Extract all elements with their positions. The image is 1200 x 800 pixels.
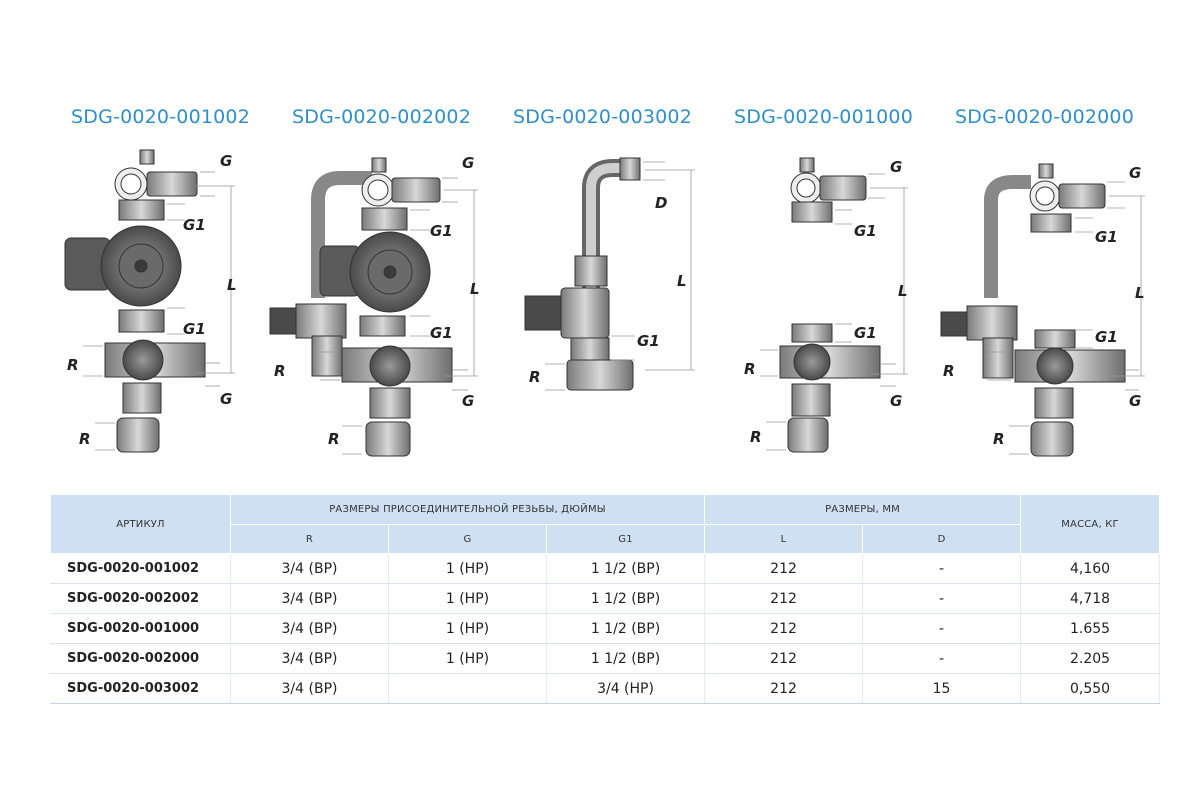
label-l: L xyxy=(898,282,908,300)
header-g1: G1 xyxy=(545,524,706,554)
label-r: R xyxy=(744,360,756,378)
cell-mass: 0,550 xyxy=(1020,673,1161,704)
pump-bypass-drawing: G G1 L G1 R G R xyxy=(269,154,480,457)
label-r: R xyxy=(328,430,340,448)
cell-mass: 4,718 xyxy=(1020,583,1161,614)
valve-bypass-drawing: G G1 L G1 R G R xyxy=(940,163,1145,457)
product-title: SDG-0020-002002 xyxy=(292,106,472,128)
label-g1: G1 xyxy=(430,222,453,240)
label-g1: G1 xyxy=(1095,328,1118,346)
table-row: SDG-0020-002002 3/4 (ВР) 1 (НР) 1 1/2 (В… xyxy=(50,583,1161,614)
cell-g: 1 (НР) xyxy=(388,553,547,584)
label-g1: G1 xyxy=(183,216,206,234)
header-thread-group: РАЗМЕРЫ ПРИСОЕДИНИТЕЛЬНОЙ РЕЗЬБЫ, ДЮЙМЫ xyxy=(229,494,706,525)
label-g: G xyxy=(462,154,474,172)
product-title: SDG-0020-001000 xyxy=(734,106,914,128)
label-r: R xyxy=(750,428,762,446)
cell-g: 1 (НР) xyxy=(388,613,547,644)
label-r: R xyxy=(529,368,541,386)
header-l: L xyxy=(704,524,864,554)
cell-d: 15 xyxy=(862,673,1022,704)
cell-l: 212 xyxy=(704,583,864,614)
cell-code: SDG-0020-002002 xyxy=(50,583,231,614)
cell-code: SDG-0020-001000 xyxy=(50,613,231,644)
label-g1: G1 xyxy=(1095,228,1118,246)
cell-l: 212 xyxy=(704,553,864,584)
product-drawings: G G1 L G1 R G R xyxy=(0,138,1200,478)
label-d: D xyxy=(655,194,667,212)
cell-g1: 1 1/2 (ВР) xyxy=(545,553,706,584)
cell-g1: 1 1/2 (ВР) xyxy=(545,583,706,614)
pump-group-drawing: G G1 L G1 R G R xyxy=(64,149,237,453)
label-g: G xyxy=(890,392,902,410)
cell-l: 212 xyxy=(704,673,864,704)
cell-mass: 4,160 xyxy=(1020,553,1161,584)
label-g1: G1 xyxy=(854,222,877,240)
cell-code: SDG-0020-001002 xyxy=(50,553,231,584)
cell-r: 3/4 (ВР) xyxy=(230,673,389,704)
product-title: SDG-0020-001002 xyxy=(71,106,251,128)
cell-d: - xyxy=(862,583,1022,614)
label-l: L xyxy=(1135,284,1145,302)
header-article: АРТИКУЛ xyxy=(50,494,231,554)
cell-g1: 3/4 (НР) xyxy=(545,673,706,704)
specifications-table: АРТИКУЛ РАЗМЕРЫ ПРИСОЕДИНИТЕЛЬНОЙ РЕЗЬБЫ… xyxy=(50,494,1161,704)
label-g1: G1 xyxy=(637,332,660,350)
label-g: G xyxy=(1129,164,1141,182)
header-g: G xyxy=(388,524,547,554)
label-g: G xyxy=(1129,392,1141,410)
label-g1: G1 xyxy=(183,320,206,338)
cell-mass: 2.205 xyxy=(1020,643,1161,674)
table-row: SDG-0020-002000 3/4 (ВР) 1 (НР) 1 1/2 (В… xyxy=(50,643,1161,674)
cell-code: SDG-0020-002000 xyxy=(50,643,231,674)
label-g: G xyxy=(462,392,474,410)
cell-l: 212 xyxy=(704,643,864,674)
cell-r: 3/4 (ВР) xyxy=(230,553,389,584)
header-mass: МАССА, КГ xyxy=(1020,494,1161,554)
cell-r: 3/4 (ВР) xyxy=(230,643,389,674)
cell-code: SDG-0020-003002 xyxy=(50,673,231,704)
valve-group-drawing: G G1 L G1 R G R xyxy=(744,157,908,453)
label-l: L xyxy=(227,276,237,294)
label-g: G xyxy=(220,390,232,408)
cell-d: - xyxy=(862,553,1022,584)
label-l: L xyxy=(470,280,480,298)
label-g1: G1 xyxy=(430,324,453,342)
cell-g1: 1 1/2 (ВР) xyxy=(545,643,706,674)
table-row: SDG-0020-001002 3/4 (ВР) 1 (НР) 1 1/2 (В… xyxy=(50,553,1161,584)
header-dimensions-group: РАЗМЕРЫ, ММ xyxy=(704,494,1022,525)
cell-g xyxy=(388,673,547,704)
cell-d: - xyxy=(862,613,1022,644)
product-titles: SDG-0020-001002 SDG-0020-002002 SDG-0020… xyxy=(0,106,1200,136)
label-g: G xyxy=(890,158,902,176)
bypass-pipe-drawing: D L G1 R xyxy=(524,157,695,391)
product-title: SDG-0020-003002 xyxy=(513,106,693,128)
header-d: D xyxy=(862,524,1022,554)
table-row: SDG-0020-003002 3/4 (ВР) 3/4 (НР) 212 15… xyxy=(50,673,1161,704)
cell-g: 1 (НР) xyxy=(388,583,547,614)
label-r: R xyxy=(993,430,1005,448)
label-g: G xyxy=(220,152,232,170)
label-g1: G1 xyxy=(854,324,877,342)
cell-g1: 1 1/2 (ВР) xyxy=(545,613,706,644)
label-r: R xyxy=(79,430,91,448)
label-l: L xyxy=(677,272,687,290)
cell-g: 1 (НР) xyxy=(388,643,547,674)
cell-l: 212 xyxy=(704,613,864,644)
label-r: R xyxy=(943,362,955,380)
product-title: SDG-0020-002000 xyxy=(955,106,1135,128)
cell-d: - xyxy=(862,643,1022,674)
header-r: R xyxy=(230,524,389,554)
label-r: R xyxy=(274,362,286,380)
cell-mass: 1.655 xyxy=(1020,613,1161,644)
cell-r: 3/4 (ВР) xyxy=(230,613,389,644)
label-r: R xyxy=(67,356,79,374)
cell-r: 3/4 (ВР) xyxy=(230,583,389,614)
table-row: SDG-0020-001000 3/4 (ВР) 1 (НР) 1 1/2 (В… xyxy=(50,613,1161,644)
